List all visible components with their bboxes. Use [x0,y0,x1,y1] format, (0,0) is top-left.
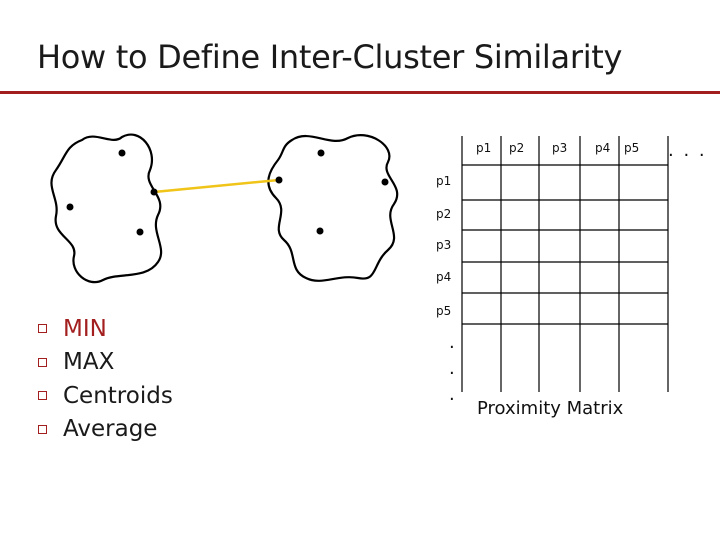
point [66,203,74,211]
point [275,176,283,184]
min-link-line [153,178,280,194]
cluster-right-outline [267,134,399,282]
cluster-left-outline [50,133,163,284]
matrix-row-header: p2 [436,207,452,221]
list-item: Centroids [38,379,173,413]
proximity-matrix-label: Proximity Matrix [477,398,624,419]
square-bullet-icon [38,357,47,367]
matrix-row-ellipsis: . [449,384,455,405]
matrix-row-header: p3 [436,238,452,252]
list-item: Average [38,413,173,447]
matrix-col-header: p1 [476,141,492,155]
point [150,188,158,196]
matrix-col-header: p2 [509,141,525,155]
square-bullet-icon [38,391,47,401]
matrix-col-header: p4 [595,141,611,155]
proximity-matrix-grid [461,136,669,392]
matrix-row-header: p1 [436,174,452,188]
point [136,228,144,236]
matrix-row-header: p4 [436,270,452,284]
bullet-label-centroids: Centroids [63,382,173,409]
list-item: MAX [38,346,173,380]
point [316,227,324,235]
bullet-label-min: MIN [63,315,107,342]
bullet-label-average: Average [63,416,158,443]
point [118,149,126,157]
slide-title: How to Define Inter-Cluster Similarity [37,38,623,76]
point [317,149,325,157]
matrix-col-ellipsis: . . . [668,140,707,161]
square-bullet-icon [38,424,47,434]
list-item: MIN [38,312,173,346]
matrix-row-ellipsis: . [449,358,455,379]
matrix-col-header: p5 [624,141,640,155]
bullet-label-max: MAX [63,349,115,376]
linkage-options-list: MIN MAX Centroids Average [38,312,173,446]
title-divider [0,91,720,94]
matrix-row-header: p5 [436,304,452,318]
matrix-row-ellipsis: . [449,332,455,353]
square-bullet-icon [38,324,47,334]
matrix-col-header: p3 [552,141,568,155]
point [381,178,389,186]
